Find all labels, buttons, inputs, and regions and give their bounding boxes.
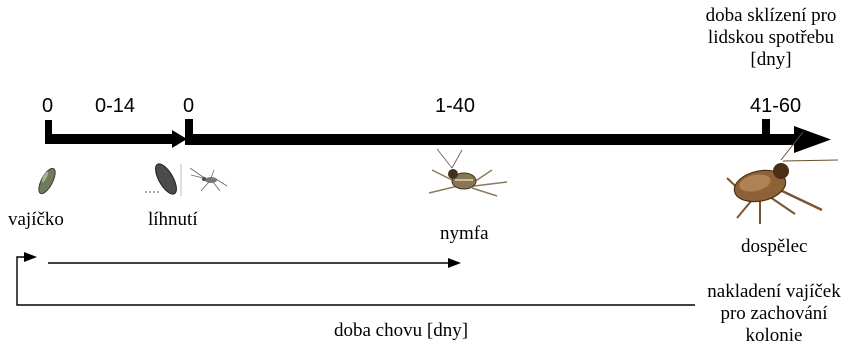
egg-laying-line-3: kolonie [691,325,857,347]
tick-label-nymph-range: 1-40 [435,95,475,118]
harvest-heading-line-2: lidskou spotřebu [686,27,856,49]
timeline-egg-bar [46,134,174,144]
timeline-main-arrowhead [794,126,831,153]
timeline-egg-start-tick [45,120,52,144]
harvest-time-heading: doba sklízení pro lidskou spotřebu [dny] [686,5,856,71]
stage-label-adult: dospělec [741,236,807,258]
colony-return-arrowhead [24,252,37,262]
timeline-main-bar [186,134,796,145]
rearing-time-label: doba chovu [dny] [334,320,468,342]
colony-return-line [17,257,695,305]
tick-label-adult-range: 41-60 [750,95,801,118]
stage-label-nymph: nymfa [440,223,489,245]
hatching-egg-icon [145,161,227,197]
tick-label-egg-start: 0 [42,95,53,118]
egg-laying-note: nakladení vajíček pro zachování kolonie [691,281,857,347]
timeline-hatch-tick [185,119,193,145]
egg-laying-line-1: nakladení vajíček [691,281,857,303]
tick-label-hatch-start: 0 [183,95,194,118]
tick-label-egg-range: 0-14 [95,95,135,118]
harvest-heading-line-3: [dny] [686,49,856,71]
harvest-heading-line-1: doba sklízení pro [686,5,856,27]
stage-label-hatching: líhnutí [148,209,198,231]
rearing-time-arrowhead [448,258,461,268]
timeline-harvest-tick [762,119,770,137]
cricket-nymph-icon [429,149,507,196]
egg-icon [36,166,59,196]
egg-laying-line-2: pro zachování [691,303,857,325]
timeline-egg-arrowhead [172,130,187,148]
stage-label-egg: vajíčko [8,209,64,231]
adult-cricket-icon [727,132,838,224]
